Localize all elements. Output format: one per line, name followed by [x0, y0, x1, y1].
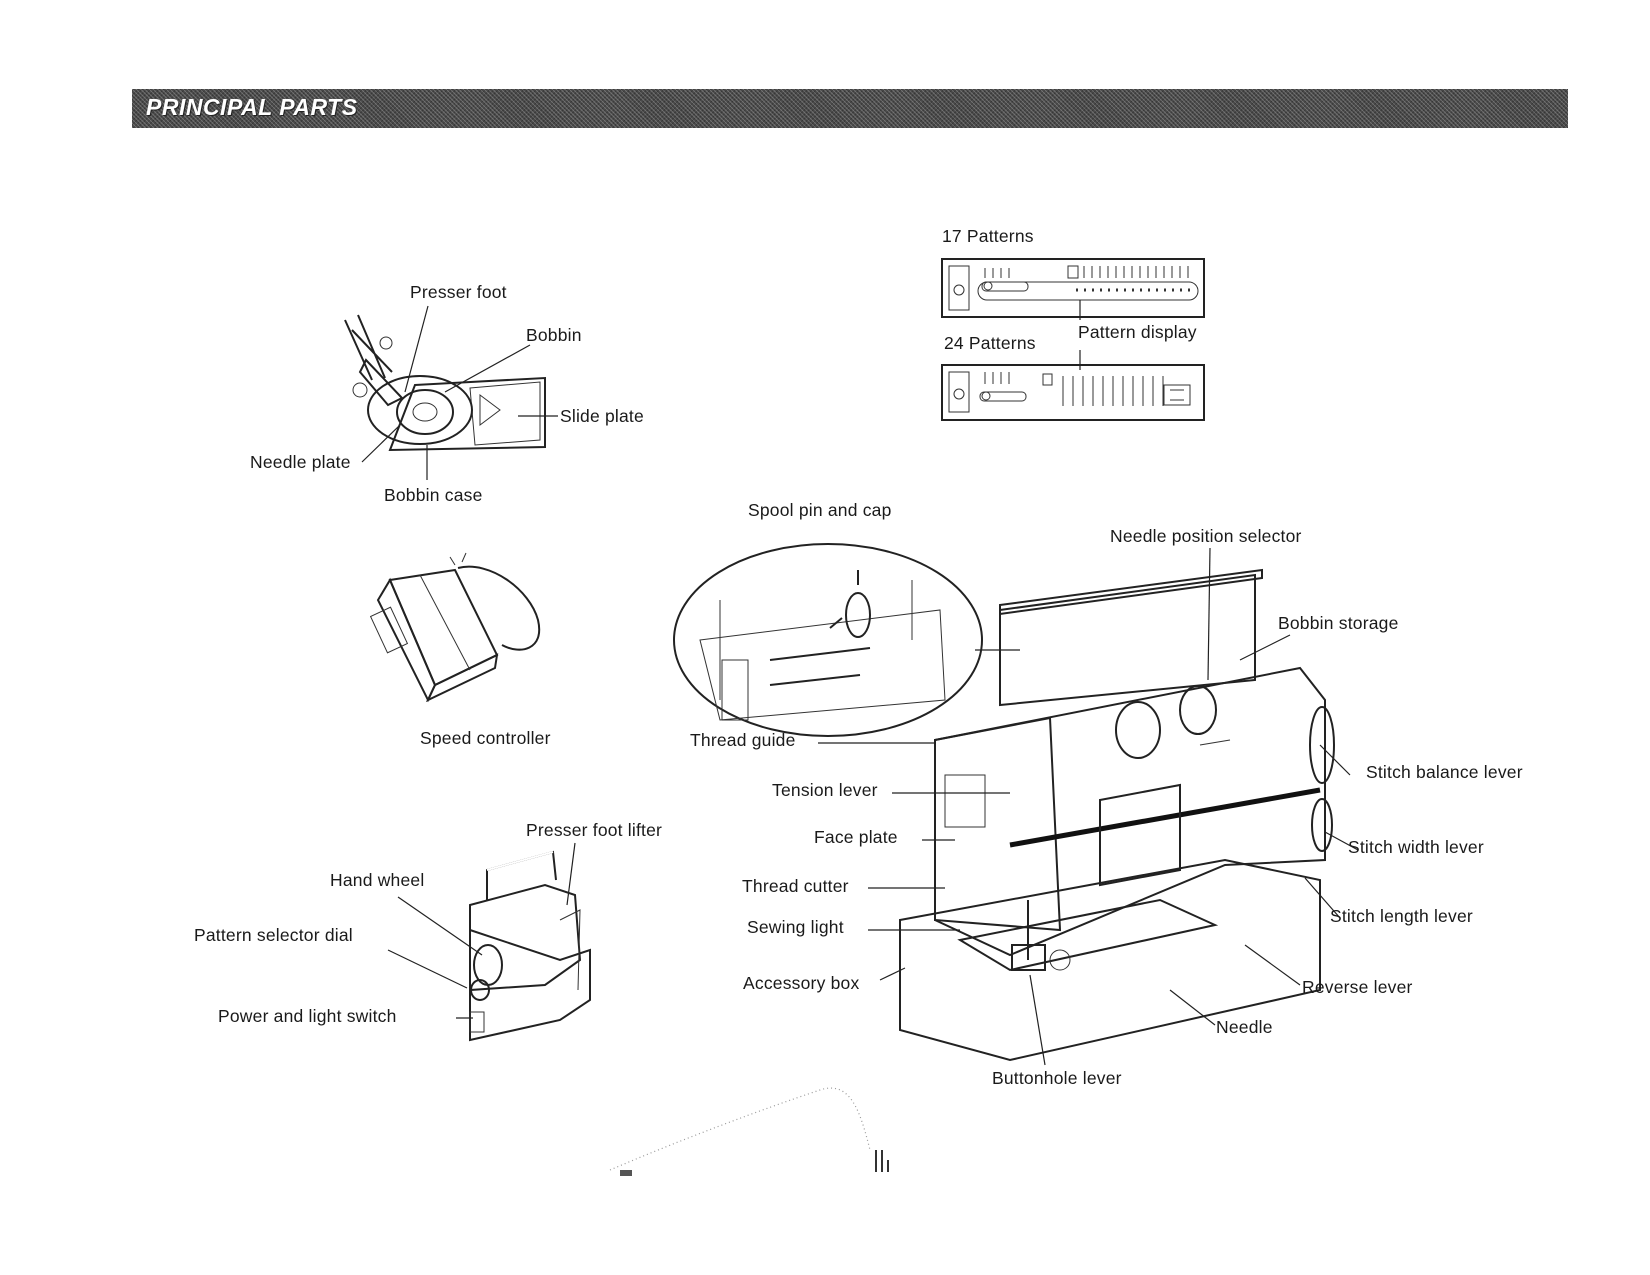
label-presser-foot: Presser foot: [410, 282, 507, 302]
label-24-patterns: 24 Patterns: [944, 333, 1036, 353]
small-machine-illustration: [469, 850, 591, 1042]
label-slide-plate: Slide plate: [560, 406, 644, 426]
label-presser-foot-lifter: Presser foot lifter: [526, 820, 663, 840]
label-stitch-balance-lever: Stitch balance lever: [1366, 762, 1523, 782]
label-bobbin: Bobbin: [526, 325, 582, 345]
main-machine-illustration: [899, 568, 1335, 1062]
panel-17-patterns: [941, 258, 1205, 318]
label-buttonhole-lever: Buttonhole lever: [992, 1068, 1122, 1088]
label-thread-guide: Thread guide: [690, 730, 796, 750]
panel-24-patterns: [941, 364, 1205, 421]
label-accessory-box: Accessory box: [743, 973, 860, 993]
label-17-patterns: 17 Patterns: [942, 226, 1034, 246]
spool-pin-inset: [673, 543, 983, 737]
label-needle: Needle: [1216, 1017, 1273, 1037]
label-thread-cutter: Thread cutter: [742, 876, 849, 896]
label-tension-lever: Tension lever: [772, 780, 878, 800]
label-spool-pin-and-cap: Spool pin and cap: [748, 500, 892, 520]
label-reverse-lever: Reverse lever: [1302, 977, 1413, 997]
label-power-and-light-switch: Power and light switch: [218, 1006, 397, 1026]
label-stitch-length-lever: Stitch length lever: [1330, 906, 1473, 926]
label-speed-controller: Speed controller: [420, 728, 551, 748]
label-pattern-display: Pattern display: [1078, 322, 1197, 342]
label-bobbin-storage: Bobbin storage: [1278, 613, 1399, 633]
label-stitch-width-lever: Stitch width lever: [1348, 837, 1484, 857]
label-needle-plate: Needle plate: [250, 452, 351, 472]
label-face-plate: Face plate: [814, 827, 898, 847]
bobbin-area-illustration: [344, 314, 546, 452]
label-sewing-light: Sewing light: [747, 917, 844, 937]
section-header-band: PRINCIPAL PARTS: [132, 89, 1568, 128]
label-pattern-selector-dial: Pattern selector dial: [194, 925, 353, 945]
section-title: PRINCIPAL PARTS: [146, 94, 358, 120]
label-hand-wheel: Hand wheel: [330, 870, 425, 890]
label-needle-position-selector: Needle position selector: [1110, 526, 1302, 546]
label-bobbin-case: Bobbin case: [384, 485, 483, 505]
speed-controller-illustration: [369, 552, 541, 703]
